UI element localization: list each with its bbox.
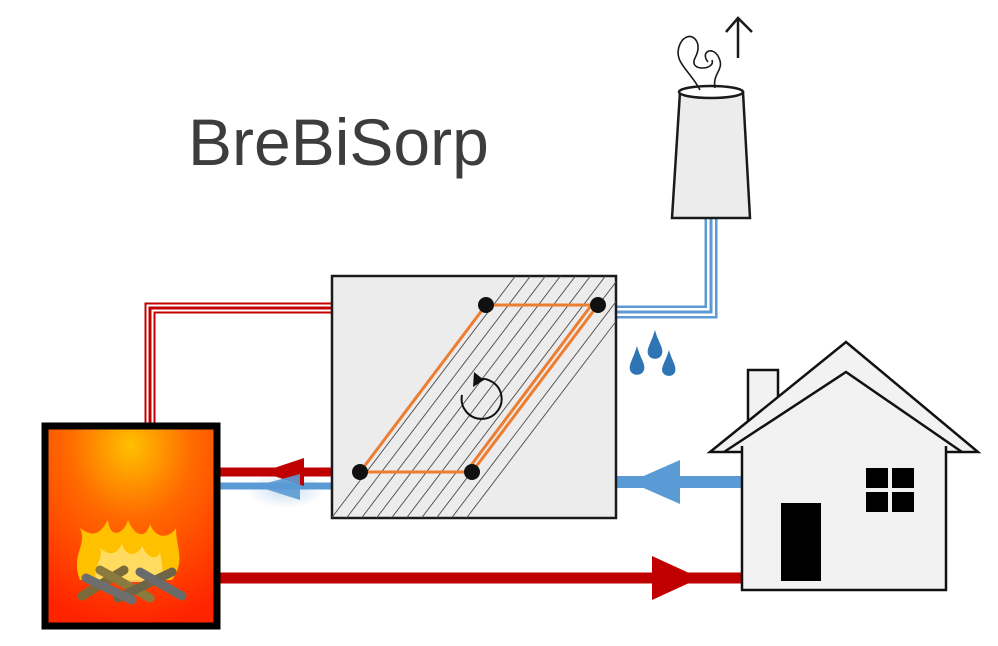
cooling-tower-icon bbox=[670, 16, 753, 220]
house-supply-arrow bbox=[652, 556, 700, 600]
cooling-pipe bbox=[616, 216, 718, 319]
house-supply-pipe bbox=[218, 556, 742, 600]
house-return-pipe bbox=[616, 460, 742, 504]
house-door bbox=[781, 503, 821, 581]
cycle-point bbox=[464, 464, 480, 480]
firewood-logs bbox=[77, 565, 187, 605]
house-window bbox=[866, 468, 914, 512]
cycle-point bbox=[590, 297, 606, 313]
cycle-point bbox=[478, 297, 494, 313]
water-droplet-icon bbox=[629, 330, 676, 376]
cycle-point bbox=[352, 464, 368, 480]
rotate-arrow-icon bbox=[460, 372, 503, 420]
house-icon bbox=[706, 340, 982, 592]
return-pipe-left bbox=[218, 458, 332, 500]
diagram-title: BreBiSorp bbox=[188, 105, 489, 179]
cold-return-arrow bbox=[256, 474, 300, 500]
sorption-unit bbox=[330, 274, 618, 520]
hot-supply-pipe bbox=[144, 302, 332, 424]
fire-icon bbox=[41, 422, 221, 630]
house-return-arrow bbox=[630, 460, 680, 504]
